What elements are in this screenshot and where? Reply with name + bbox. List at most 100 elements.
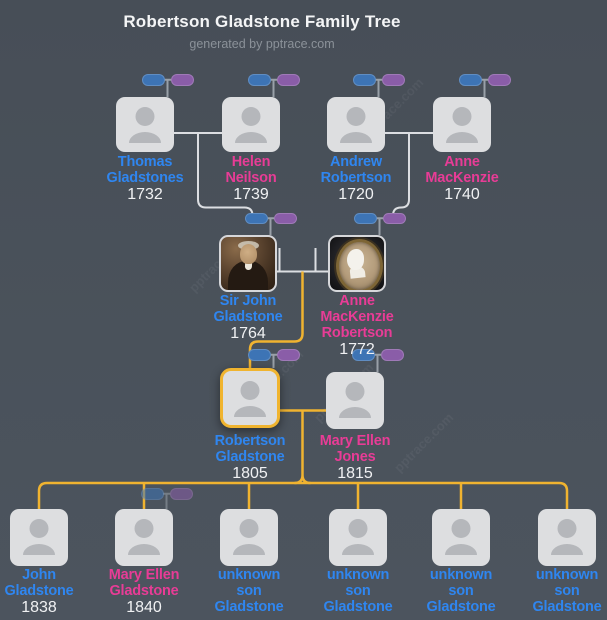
- person-card-andrew[interactable]: [327, 97, 385, 152]
- parents-toggle-anne-mackenzie[interactable]: [458, 74, 511, 86]
- person-label: Anne MacKenzie 1740: [419, 154, 505, 203]
- parents-toggle-andrew[interactable]: [352, 74, 405, 86]
- page-subtitle: generated by pptrace.com: [189, 37, 335, 51]
- mother-pill-icon[interactable]: [380, 349, 404, 361]
- mother-pill-icon[interactable]: [487, 74, 511, 86]
- person-name: Helen Neilson: [225, 154, 277, 186]
- person-card-unknown-son-1[interactable]: [220, 509, 278, 566]
- person-card-john[interactable]: [10, 509, 68, 566]
- avatar-placeholder-icon: [551, 544, 583, 555]
- person-label: unknown son Gladstone: [318, 567, 398, 615]
- parents-toggle-thomas[interactable]: [141, 74, 194, 86]
- avatar-placeholder-icon: [557, 519, 577, 538]
- father-pill-icon[interactable]: [140, 488, 164, 500]
- person-card-mary-ellen-gladstone[interactable]: [115, 509, 173, 566]
- parents-toggle-anne-robertson[interactable]: [353, 212, 406, 224]
- father-pill-icon[interactable]: [352, 74, 376, 86]
- avatar-placeholder-icon: [23, 544, 55, 555]
- avatar-placeholder-icon: [239, 519, 259, 538]
- person-label: unknown son Gladstone: [421, 567, 501, 615]
- person-label: John Gladstone 1838: [0, 567, 79, 616]
- parents-toggle-mary-ellen-jones[interactable]: [351, 349, 404, 361]
- mother-pill-icon[interactable]: [381, 74, 405, 86]
- person-label: Andrew Robertson 1720: [313, 154, 399, 203]
- avatar-placeholder-icon: [452, 107, 472, 126]
- avatar-placeholder-icon: [348, 519, 368, 538]
- avatar-placeholder-icon: [446, 132, 478, 143]
- avatar-placeholder-icon: [342, 544, 374, 555]
- father-pill-icon[interactable]: [247, 74, 271, 86]
- person-year: 1739: [233, 186, 269, 203]
- person-name: John Gladstone: [4, 567, 74, 599]
- person-card-helen[interactable]: [222, 97, 280, 152]
- father-pill-icon[interactable]: [244, 212, 268, 224]
- father-pill-icon[interactable]: [247, 349, 271, 361]
- person-label: Sir John Gladstone 1764: [205, 293, 291, 342]
- avatar-placeholder-icon: [345, 382, 365, 401]
- person-name: unknown son Gladstone: [214, 567, 284, 615]
- person-label: unknown son Gladstone: [527, 567, 607, 615]
- avatar-placeholder-icon: [240, 381, 259, 400]
- avatar-placeholder-icon: [346, 107, 366, 126]
- father-pill-icon[interactable]: [141, 74, 165, 86]
- person-name: Sir John Gladstone: [213, 293, 283, 325]
- father-pill-icon[interactable]: [353, 212, 377, 224]
- person-label: Robertson Gladstone 1805: [207, 433, 293, 482]
- avatar-placeholder-icon: [339, 407, 371, 418]
- person-card-thomas[interactable]: [116, 97, 174, 152]
- person-year: 1732: [127, 186, 163, 203]
- person-card-unknown-son-4[interactable]: [538, 509, 596, 566]
- parents-toggle-robertson[interactable]: [247, 349, 300, 361]
- person-card-unknown-son-2[interactable]: [329, 509, 387, 566]
- person-name: Andrew Robertson: [320, 154, 392, 186]
- mother-pill-icon[interactable]: [273, 212, 297, 224]
- person-label: Mary Ellen Gladstone 1840: [104, 567, 184, 616]
- avatar-placeholder-icon: [233, 406, 266, 417]
- avatar-placeholder-icon: [128, 544, 160, 555]
- person-year: 1764: [230, 325, 266, 342]
- parents-toggle-helen[interactable]: [247, 74, 300, 86]
- person-name: Anne MacKenzie: [425, 154, 499, 186]
- person-name: unknown son Gladstone: [323, 567, 393, 615]
- mother-pill-icon[interactable]: [276, 349, 300, 361]
- parents-toggle-mary-ellen-gladstone[interactable]: [140, 488, 193, 500]
- avatar-placeholder-icon: [134, 519, 154, 538]
- page-title: Robertson Gladstone Family Tree: [123, 12, 401, 31]
- avatar-placeholder-icon: [241, 107, 261, 126]
- person-name: unknown son Gladstone: [426, 567, 496, 615]
- mother-pill-icon[interactable]: [170, 74, 194, 86]
- person-card-robertson-selected[interactable]: [219, 368, 280, 428]
- avatar-placeholder-icon: [451, 519, 471, 538]
- person-name: Mary Ellen Jones: [319, 433, 391, 465]
- person-name: Robertson Gladstone: [214, 433, 286, 465]
- person-name: Anne MacKenzie Robertson: [320, 293, 394, 341]
- parents-toggle-sir-john[interactable]: [244, 212, 297, 224]
- person-label: Anne MacKenzie Robertson 1772: [314, 293, 400, 358]
- person-card-anne-robertson[interactable]: [328, 235, 386, 292]
- person-label: unknown son Gladstone: [209, 567, 289, 615]
- person-name: unknown son Gladstone: [532, 567, 602, 615]
- person-year: 1838: [21, 599, 57, 616]
- avatar-placeholder-icon: [235, 132, 267, 143]
- person-year: 1772: [339, 341, 375, 358]
- mother-pill-icon[interactable]: [382, 212, 406, 224]
- avatar-placeholder-icon: [29, 519, 49, 538]
- person-name: Thomas Gladstones: [106, 154, 184, 186]
- person-card-anne-mackenzie[interactable]: [433, 97, 491, 152]
- mother-pill-icon[interactable]: [169, 488, 193, 500]
- person-card-mary-ellen-jones[interactable]: [326, 372, 384, 429]
- mother-pill-icon[interactable]: [276, 74, 300, 86]
- cameo-photo: [347, 249, 364, 270]
- person-name: Mary Ellen Gladstone: [108, 567, 180, 599]
- portrait-photo: [240, 244, 257, 264]
- person-label: Helen Neilson 1739: [208, 154, 294, 203]
- father-pill-icon[interactable]: [458, 74, 482, 86]
- person-card-sir-john[interactable]: [219, 235, 277, 292]
- person-label: Mary Ellen Jones 1815: [312, 433, 398, 482]
- person-year: 1840: [126, 599, 162, 616]
- father-pill-icon[interactable]: [351, 349, 375, 361]
- person-card-unknown-son-3[interactable]: [432, 509, 490, 566]
- person-label: Thomas Gladstones 1732: [102, 154, 188, 203]
